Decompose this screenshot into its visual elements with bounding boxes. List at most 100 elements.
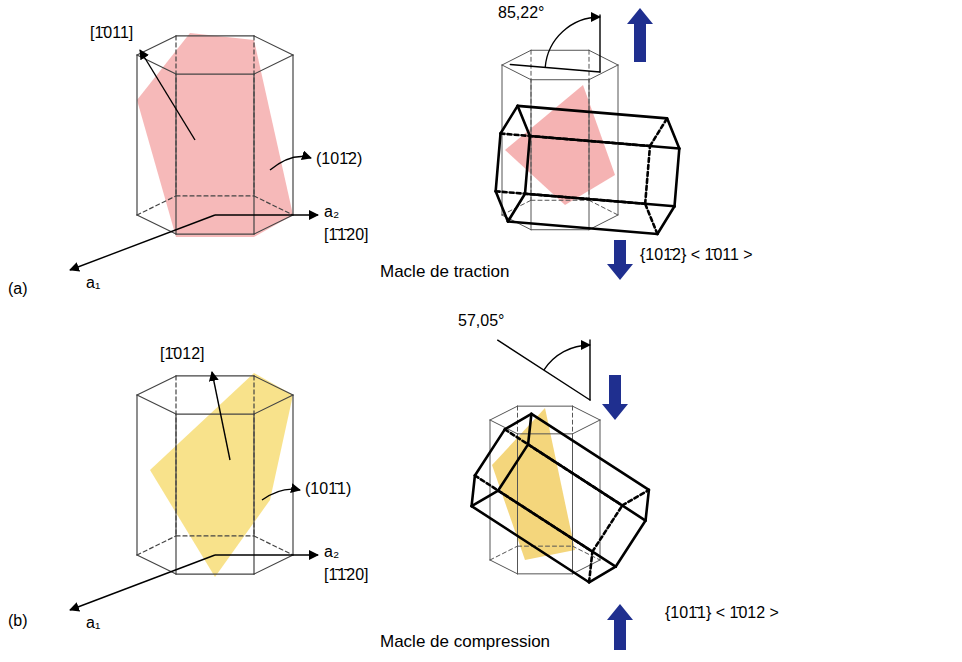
angle-value: 85,22° bbox=[498, 4, 544, 22]
prism-edge bbox=[531, 229, 589, 230]
prism-edge bbox=[176, 233, 254, 234]
prism-edge bbox=[137, 376, 176, 395]
prism-edge bbox=[472, 506, 589, 582]
prism-edge bbox=[525, 136, 530, 194]
prism-edge bbox=[490, 406, 518, 420]
prism-edge bbox=[508, 221, 657, 233]
prism-edge bbox=[616, 521, 646, 567]
prism-edge bbox=[657, 205, 674, 235]
prism-edge bbox=[137, 555, 176, 574]
twin-system: {101̄2} < 1̄011 > bbox=[640, 246, 753, 263]
twin-system: {101̄2} < 1̄011 > bbox=[640, 246, 753, 264]
panel-caption: Macle de traction bbox=[380, 262, 509, 282]
prism-edge bbox=[573, 406, 601, 420]
panel-caption: Macle de traction bbox=[380, 262, 509, 281]
prism-edge bbox=[292, 395, 293, 555]
prism-edge bbox=[645, 146, 650, 204]
prism-edge bbox=[573, 560, 601, 574]
prism-edge bbox=[176, 573, 254, 574]
reference-line bbox=[589, 340, 590, 400]
prism-edge bbox=[577, 552, 604, 583]
prism-edge bbox=[175, 74, 176, 234]
prism-edge bbox=[572, 406, 573, 546]
prism-edge bbox=[253, 414, 254, 574]
direction-label: [1̄011] bbox=[90, 24, 133, 41]
prism-edge bbox=[592, 505, 622, 551]
prism-edge bbox=[176, 413, 254, 414]
angle-arc bbox=[544, 345, 590, 370]
prism-edge bbox=[531, 200, 589, 201]
prism-edge bbox=[254, 395, 293, 414]
axis-label: a₂ bbox=[324, 203, 339, 220]
direction-label: [1̄011] bbox=[90, 24, 133, 42]
prism-edge bbox=[618, 65, 619, 215]
prism-edge bbox=[175, 376, 176, 536]
twinned-crystal bbox=[493, 105, 681, 236]
prism-edge bbox=[518, 546, 573, 547]
twin-system: {101̄1} < 1̄012 > bbox=[665, 604, 779, 622]
plane-label: (101̄1) bbox=[305, 480, 351, 498]
direction-arrow bbox=[212, 372, 230, 460]
prism-edge bbox=[505, 429, 622, 505]
plane-label: (101̄2) bbox=[316, 150, 362, 167]
direction-label: [1̄1̄20] bbox=[324, 566, 368, 584]
axis-label: a₂ bbox=[324, 543, 339, 560]
prism-edge bbox=[253, 36, 254, 196]
panel-letter: (b) bbox=[8, 612, 28, 630]
panel-letter: (a) bbox=[8, 280, 28, 298]
load-arrow bbox=[602, 375, 628, 420]
prism-edge bbox=[674, 148, 679, 206]
prism-edge bbox=[501, 105, 518, 135]
angle-value: 57,05° bbox=[458, 312, 504, 330]
prism-edge bbox=[254, 215, 293, 234]
prism-edge bbox=[175, 414, 176, 574]
twin-plane bbox=[137, 33, 293, 237]
prism-edge bbox=[137, 55, 176, 74]
plane-label: (101̄1) bbox=[305, 480, 351, 497]
prism-edge bbox=[531, 50, 532, 200]
prism-edge bbox=[176, 35, 254, 36]
axis-arrow bbox=[215, 554, 318, 555]
prism-edge bbox=[475, 475, 592, 551]
prism-edge bbox=[254, 555, 293, 574]
prism-edge bbox=[518, 406, 573, 407]
prism-edge bbox=[496, 134, 501, 192]
prism-edge bbox=[254, 376, 293, 395]
prism-edge bbox=[254, 536, 293, 555]
load-arrow bbox=[607, 240, 633, 280]
prism-edge bbox=[137, 215, 176, 234]
prism-edge bbox=[498, 444, 528, 490]
prism-edge bbox=[254, 196, 293, 215]
direction-label: [1̄012] bbox=[160, 345, 204, 362]
leader-arrow bbox=[270, 157, 311, 171]
prism-edge bbox=[589, 559, 616, 590]
prism-edge bbox=[502, 50, 531, 65]
angle-arc bbox=[545, 17, 600, 67]
prism-edge bbox=[622, 482, 649, 513]
prism-edge bbox=[175, 36, 176, 196]
prism-edge bbox=[253, 376, 254, 536]
prism-edge bbox=[136, 55, 137, 215]
illustration bbox=[70, 8, 682, 650]
load-arrow bbox=[627, 8, 653, 62]
panel-letter: (a) bbox=[8, 280, 28, 297]
axis-label: a₁ bbox=[86, 614, 100, 632]
panel-caption: Macle de compression bbox=[380, 632, 550, 652]
plane-label: (101̄2) bbox=[316, 150, 362, 168]
prism-edge bbox=[665, 118, 682, 148]
prism-edge bbox=[531, 414, 648, 490]
prism-edge bbox=[518, 573, 573, 574]
prism-edge bbox=[137, 536, 176, 555]
twin-plane-line bbox=[498, 340, 590, 400]
prism-edge bbox=[253, 74, 254, 234]
prism-edge bbox=[508, 193, 525, 223]
direction-arrow bbox=[140, 50, 195, 140]
prism-edge bbox=[589, 65, 618, 80]
axis-arrow bbox=[70, 555, 215, 610]
reference-line bbox=[599, 15, 600, 72]
axis-arrow bbox=[70, 215, 215, 270]
prism-edge bbox=[515, 106, 532, 136]
prism-edge bbox=[531, 79, 589, 80]
angle-value: 85,22° bbox=[498, 4, 544, 21]
